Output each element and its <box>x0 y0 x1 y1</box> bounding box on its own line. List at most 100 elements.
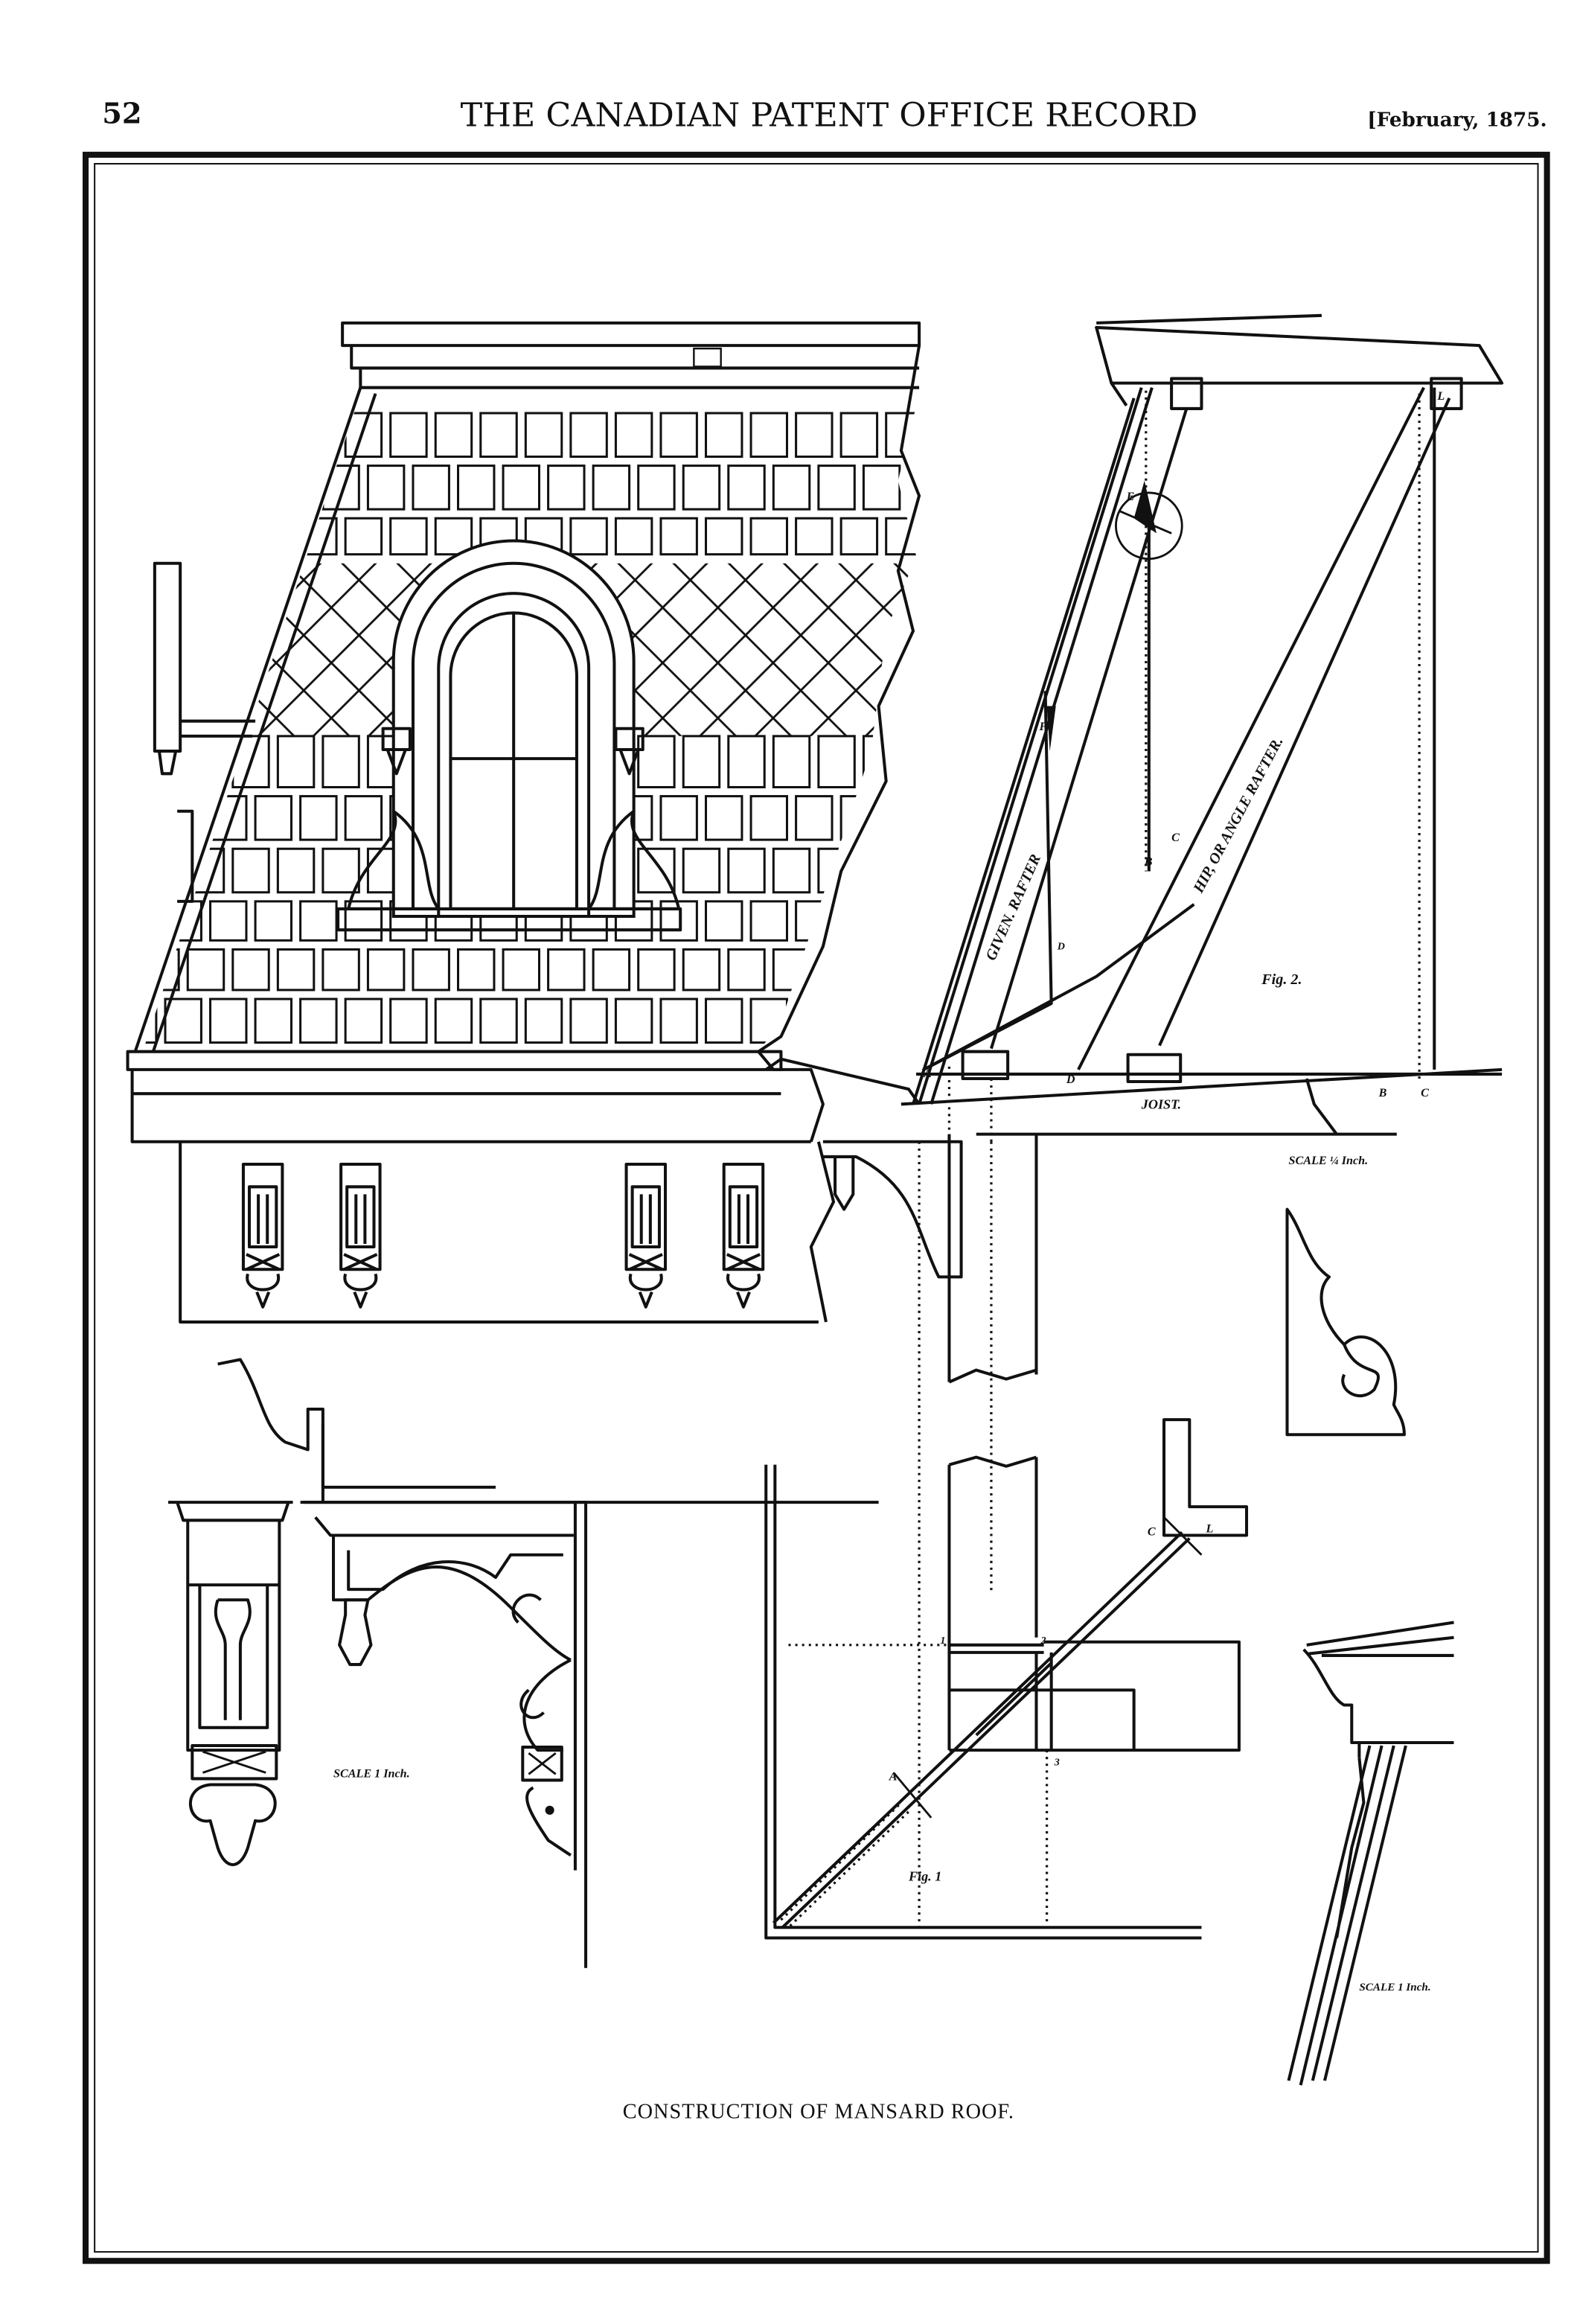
slate-shingle <box>254 795 293 841</box>
slate-shingle <box>569 412 608 459</box>
slate-shingle <box>547 465 586 511</box>
fig1-point-a: A <box>889 1770 898 1783</box>
slate-shingle <box>276 847 316 894</box>
slate-shingle <box>164 997 202 1044</box>
slate-shingle <box>727 465 766 511</box>
slate-shingle <box>795 997 834 1044</box>
slate-shingle <box>479 412 518 459</box>
slate-shingle <box>727 948 766 992</box>
slate-shingle <box>366 465 406 511</box>
page-header: 52 THE CANADIAN PATENT OFFICE RECORD [Fe… <box>102 97 1546 135</box>
slate-shingle <box>276 948 316 992</box>
bracket-profile <box>1285 1207 1406 1437</box>
label-bracket-scale: SCALE 1 Inch. <box>333 1767 410 1780</box>
slate-shingle <box>412 948 450 992</box>
plate-caption: CONSTRUCTION OF MANSARD ROOF. <box>623 2101 1014 2124</box>
slate-shingle <box>389 517 428 556</box>
slate-shingle <box>637 948 676 992</box>
slate-shingle <box>885 997 920 1044</box>
point-b: B <box>1378 1087 1387 1099</box>
point-c-upper: C <box>1171 831 1180 844</box>
point-c: C <box>1421 1087 1429 1099</box>
journal-title: THE CANADIAN PATENT OFFICE RECORD <box>461 97 1198 135</box>
slate-shingle <box>209 412 248 459</box>
slate-shingle <box>727 847 766 894</box>
modillion-bracket <box>624 1163 668 1309</box>
slate-shingle <box>569 997 608 1044</box>
slate-shingle <box>862 847 901 894</box>
slate-shingle <box>704 900 743 942</box>
slate-shingle <box>412 465 450 511</box>
slate-shingle <box>772 735 811 788</box>
slate-shingle <box>231 465 270 511</box>
modillion-brackets <box>241 1163 765 1309</box>
point-l: L <box>1436 390 1445 403</box>
slate-shingle <box>682 847 721 894</box>
slate-shingle <box>186 465 225 511</box>
plate-border <box>82 151 1550 2264</box>
slate-shingle <box>749 412 788 459</box>
slate-shingle <box>457 948 496 992</box>
slate-shingle <box>276 735 316 788</box>
mansard-dormer-elevation <box>126 321 963 1324</box>
slate-shingle <box>727 735 766 788</box>
slate-shingle <box>659 412 698 459</box>
slate-shingle <box>839 517 879 556</box>
slate-shingle <box>614 412 653 459</box>
point-f: F <box>1039 721 1048 733</box>
slate-shingle <box>254 997 293 1044</box>
figure-1-plan: Fig. 1 C L A 1 2 3 <box>764 1418 1249 1940</box>
slate-shingle <box>637 847 676 894</box>
slate-shingle <box>839 900 879 942</box>
slate-shingle <box>795 412 834 459</box>
slate-shingle <box>186 948 225 992</box>
slate-shingle <box>164 795 202 841</box>
slate-shingle <box>322 465 360 511</box>
slate-shingle <box>299 900 338 942</box>
slate-shingle <box>434 997 473 1044</box>
slate-shingle <box>344 795 383 841</box>
slate-shingle <box>502 465 541 511</box>
bracket-details: SCALE 1 Inch. <box>168 1358 879 1968</box>
slate-shingle <box>209 997 248 1044</box>
slate-shingle <box>322 735 360 788</box>
slate-shingle <box>209 517 248 556</box>
modillion-bracket <box>339 1163 382 1309</box>
slate-shingle <box>704 795 743 841</box>
fig1-point-l: L <box>1206 1522 1214 1535</box>
slate-shingle <box>344 900 383 942</box>
slate-shingle <box>344 517 383 556</box>
slate-shingle <box>772 847 811 894</box>
slate-shingle <box>749 795 788 841</box>
slate-shingle <box>524 412 563 459</box>
cornice-section-detail: SCALE 1 Inch. <box>1287 1621 1454 2086</box>
point-e: E <box>1126 491 1135 503</box>
slate-shingle <box>682 735 721 788</box>
slate-shingle <box>254 517 293 556</box>
slate-shingle <box>659 997 698 1044</box>
slate-shingle <box>682 465 721 511</box>
point-b-upper: B <box>1144 855 1153 868</box>
slate-shingle <box>299 795 338 841</box>
slate-shingle <box>614 997 653 1044</box>
slate-shingle <box>614 517 653 556</box>
slate-shingle <box>209 900 248 942</box>
slate-shingle <box>817 948 856 992</box>
slate-shingle <box>142 795 158 841</box>
label-scale-quarter: SCALE ¼ Inch. <box>1289 1155 1369 1167</box>
slate-shingle <box>704 412 743 459</box>
slate-shingle <box>457 465 496 511</box>
slate-shingle <box>592 948 631 992</box>
slate-shingle <box>142 517 158 556</box>
slate-shingle <box>254 900 293 942</box>
slate-shingle <box>344 997 383 1044</box>
fig1-point-2: 2 <box>1040 1635 1046 1647</box>
label-cornice-scale: SCALE 1 Inch. <box>1359 1982 1430 1993</box>
slate-shingle <box>749 517 788 556</box>
slate-shingle <box>659 517 698 556</box>
slate-shingle <box>142 465 180 511</box>
slate-shingle <box>907 735 920 788</box>
slate-shingle <box>389 412 428 459</box>
slate-shingle <box>502 948 541 992</box>
